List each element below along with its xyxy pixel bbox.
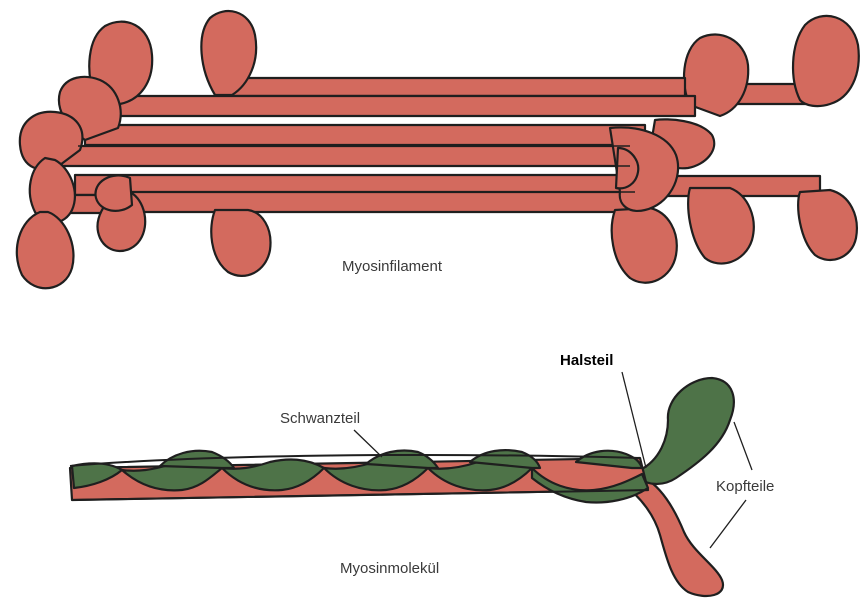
label-myosinmolekuel: Myosinmolekül	[340, 560, 439, 577]
label-myosinfilament: Myosinfilament	[342, 258, 442, 275]
myosin-filament	[17, 11, 859, 288]
head-lower-red	[630, 478, 723, 596]
filament-right-heads	[650, 16, 859, 264]
label-halsteil: Halsteil	[560, 352, 613, 369]
label-schwanzteil: Schwanzteil	[280, 410, 360, 427]
label-kopfteile: Kopfteile	[716, 478, 774, 495]
head-upper-green	[640, 378, 734, 484]
